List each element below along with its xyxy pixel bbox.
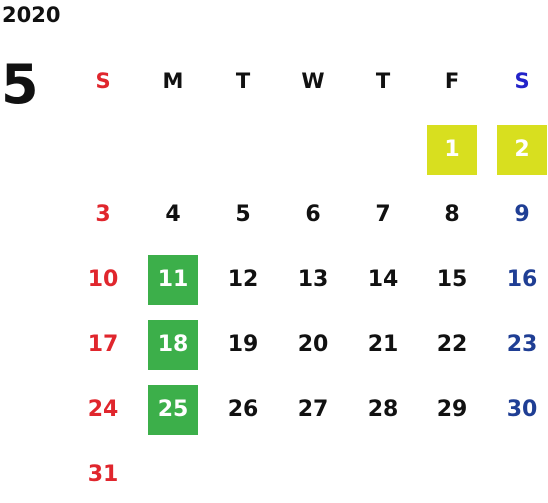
day-29[interactable]: 29 bbox=[436, 397, 468, 422]
weekday-friday: F bbox=[444, 69, 460, 93]
day-13[interactable]: 13 bbox=[297, 267, 329, 292]
day-28[interactable]: 28 bbox=[367, 397, 399, 422]
day-2[interactable]: 2 bbox=[497, 125, 547, 175]
day-27[interactable]: 27 bbox=[297, 397, 329, 422]
day-31[interactable]: 31 bbox=[87, 462, 119, 487]
day-12[interactable]: 12 bbox=[227, 267, 259, 292]
day-17[interactable]: 17 bbox=[87, 332, 119, 357]
weekday-thursday: T bbox=[375, 69, 391, 93]
weekday-saturday: S bbox=[514, 69, 530, 93]
day-1[interactable]: 1 bbox=[427, 125, 477, 175]
day-25[interactable]: 25 bbox=[148, 385, 198, 435]
day-4[interactable]: 4 bbox=[165, 202, 181, 227]
day-8[interactable]: 8 bbox=[444, 202, 460, 227]
day-7[interactable]: 7 bbox=[375, 202, 391, 227]
day-23[interactable]: 23 bbox=[506, 332, 538, 357]
day-5[interactable]: 5 bbox=[235, 202, 251, 227]
day-6[interactable]: 6 bbox=[305, 202, 321, 227]
day-22[interactable]: 22 bbox=[436, 332, 468, 357]
day-9[interactable]: 9 bbox=[514, 202, 530, 227]
day-11[interactable]: 11 bbox=[148, 255, 198, 305]
day-15[interactable]: 15 bbox=[436, 267, 468, 292]
day-19[interactable]: 19 bbox=[227, 332, 259, 357]
day-14[interactable]: 14 bbox=[367, 267, 399, 292]
day-18[interactable]: 18 bbox=[148, 320, 198, 370]
day-10[interactable]: 10 bbox=[87, 267, 119, 292]
day-20[interactable]: 20 bbox=[297, 332, 329, 357]
weekday-sunday: S bbox=[95, 69, 111, 93]
day-24[interactable]: 24 bbox=[87, 397, 119, 422]
weekday-wednesday: W bbox=[301, 69, 325, 93]
weekday-monday: M bbox=[162, 69, 184, 93]
day-26[interactable]: 26 bbox=[227, 397, 259, 422]
day-21[interactable]: 21 bbox=[367, 332, 399, 357]
year-label: 2020 bbox=[2, 3, 61, 27]
day-16[interactable]: 16 bbox=[506, 267, 538, 292]
day-30[interactable]: 30 bbox=[506, 397, 538, 422]
month-number: 5 bbox=[1, 53, 39, 116]
weekday-tuesday: T bbox=[235, 69, 251, 93]
day-3[interactable]: 3 bbox=[95, 202, 111, 227]
